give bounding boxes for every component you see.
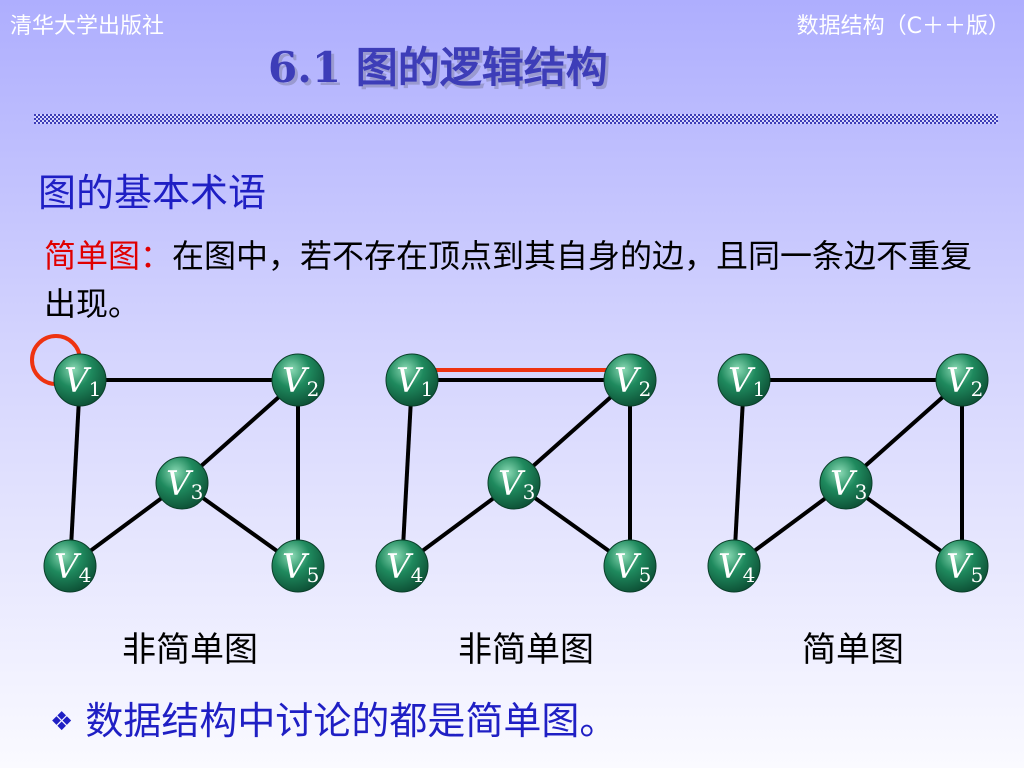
vertex-label-v2: V2 xyxy=(614,361,651,401)
caption-graph-1: 非简单图 xyxy=(122,630,258,670)
slide-title: 6.1 图的逻辑结构 xyxy=(268,43,608,92)
vertex-label-v1: V1 xyxy=(728,361,765,401)
vertex-v4 xyxy=(375,539,429,593)
caption-graph-3: 简单图 xyxy=(802,630,904,670)
vertex-v5 xyxy=(935,539,989,593)
summary-note: ❖ 数据结构中讨论的都是简单图。 xyxy=(50,690,617,745)
vertex-v1 xyxy=(53,353,107,407)
vertex-label-v4: V4 xyxy=(54,547,91,587)
diamond-bullet-icon: ❖ xyxy=(50,707,74,737)
vertex-label-v2: V2 xyxy=(282,361,319,401)
vertex-label-v1: V1 xyxy=(64,361,101,401)
vertex-label-v4: V4 xyxy=(386,547,423,587)
title-divider xyxy=(34,114,998,124)
edge-v1-v4 xyxy=(68,379,82,567)
vertex-v1 xyxy=(717,353,771,407)
vertex-v4 xyxy=(43,539,97,593)
edge-v1-v4 xyxy=(400,379,414,567)
vertex-v2 xyxy=(271,353,325,407)
vertex-label-v3: V3 xyxy=(166,464,203,504)
vertex-label-v5: V5 xyxy=(614,547,651,587)
term-label: 简单图： xyxy=(44,237,173,275)
vertex-v3 xyxy=(819,456,873,510)
vertex-v5 xyxy=(271,539,325,593)
vertex-v3 xyxy=(487,456,541,510)
definition-text: 在图中，若不存在顶点到其自身的边，且同一条边不重复出现。 xyxy=(44,237,973,323)
vertex-v2 xyxy=(935,353,989,407)
vertex-label-v5: V5 xyxy=(282,547,319,587)
vertex-label-v2: V2 xyxy=(946,361,983,401)
vertex-v2 xyxy=(603,353,657,407)
publisher-label: 清华大学出版社 xyxy=(10,14,165,39)
vertex-label-v4: V4 xyxy=(718,547,755,587)
vertex-label-v3: V3 xyxy=(830,464,867,504)
vertex-v5 xyxy=(603,539,657,593)
vertex-v3 xyxy=(155,456,209,510)
course-label: 数据结构（C＋＋版） xyxy=(796,14,1010,39)
vertex-label-v1: V1 xyxy=(396,361,433,401)
caption-graph-2: 非简单图 xyxy=(458,630,594,670)
vertex-v1 xyxy=(385,353,439,407)
vertex-label-v5: V5 xyxy=(946,547,983,587)
section-heading: 图的基本术语 xyxy=(38,171,267,215)
vertex-v4 xyxy=(707,539,761,593)
vertex-label-v3: V3 xyxy=(498,464,535,504)
definition-paragraph: 简单图：在图中，若不存在顶点到其自身的边，且同一条边不重复出现。 xyxy=(44,232,974,328)
edge-v1-v4 xyxy=(732,379,746,567)
summary-note-text: 数据结构中讨论的都是简单图。 xyxy=(85,699,618,743)
